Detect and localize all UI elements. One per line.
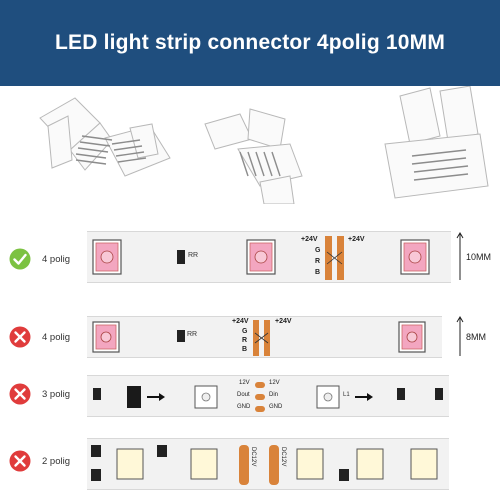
l-connector-photo bbox=[39, 97, 171, 177]
t-connector-photo bbox=[204, 108, 303, 204]
pin-count-label: 4 polig bbox=[42, 332, 70, 343]
width-label: 10MM bbox=[466, 252, 492, 262]
led-strip-2pin: DC12V DC12V bbox=[87, 438, 449, 490]
pad-label-12v-left: 12V bbox=[239, 380, 250, 386]
pad-label-v-left: +24V bbox=[232, 318, 249, 325]
pad-label-gnd-left: GND bbox=[237, 404, 251, 410]
straight-connector-photo bbox=[384, 86, 489, 199]
pad-label-v-right: +24V bbox=[275, 318, 292, 325]
pin-count-label: 2 polig bbox=[42, 456, 70, 467]
cross-icon bbox=[9, 383, 31, 405]
strip-row-4pin-8mm: 4 polig RR +24V +24V G R B 8MM bbox=[0, 306, 500, 364]
resistor-label: RR bbox=[188, 252, 199, 259]
led-strip-3pin: L1 12V Dout GND 12V Din GND bbox=[87, 375, 449, 417]
cross-icon bbox=[9, 450, 31, 472]
pad-label-v-right: +24V bbox=[348, 236, 365, 243]
banner-title: LED light strip connector 4polig 10MM bbox=[54, 31, 446, 54]
pad-label-gnd-right: GND bbox=[269, 404, 283, 410]
led-strip-4pin-8mm: RR +24V +24V G R B bbox=[87, 316, 442, 358]
pad-label-b: B bbox=[242, 346, 248, 353]
strip-row-4pin-10mm: 4 polig RR +24V +24V G R B bbox=[0, 228, 500, 286]
strip-row-3pin: 3 polig L1 12V Dout GND 12V Din GND bbox=[0, 365, 500, 423]
pad-label-g: G bbox=[242, 328, 248, 335]
chip-label: L1 bbox=[343, 392, 350, 398]
resistor-label: RR bbox=[187, 331, 198, 338]
pad-label-dout: Dout bbox=[237, 392, 250, 398]
connector-photos bbox=[0, 86, 500, 216]
led-strip-4pin-10mm: RR +24V +24V G R B bbox=[87, 231, 451, 283]
width-label: 8MM bbox=[466, 332, 486, 342]
pad-label-r: R bbox=[242, 337, 248, 344]
pad-label-r: R bbox=[315, 258, 321, 265]
pad-label-12v-right: 12V bbox=[269, 380, 280, 386]
header-banner: LED light strip connector 4polig 10MM bbox=[0, 0, 500, 86]
pad-label-din: Din bbox=[269, 392, 279, 398]
check-icon bbox=[9, 248, 31, 270]
pad-label-dc12v-left: DC12V bbox=[250, 447, 256, 467]
strip-row-2pin: 2 polig DC12V DC12V bbox=[0, 432, 500, 490]
pad-label-g: G bbox=[315, 247, 321, 254]
pad-label-dc12v-right: DC12V bbox=[280, 447, 286, 467]
pad-label-v-left: +24V bbox=[301, 236, 318, 243]
pin-count-label: 4 polig bbox=[42, 254, 70, 265]
cross-icon bbox=[9, 326, 31, 348]
pad-label-b: B bbox=[315, 269, 321, 276]
pin-count-label: 3 polig bbox=[42, 389, 70, 400]
width-arrow bbox=[456, 232, 464, 280]
width-arrow bbox=[456, 316, 464, 356]
